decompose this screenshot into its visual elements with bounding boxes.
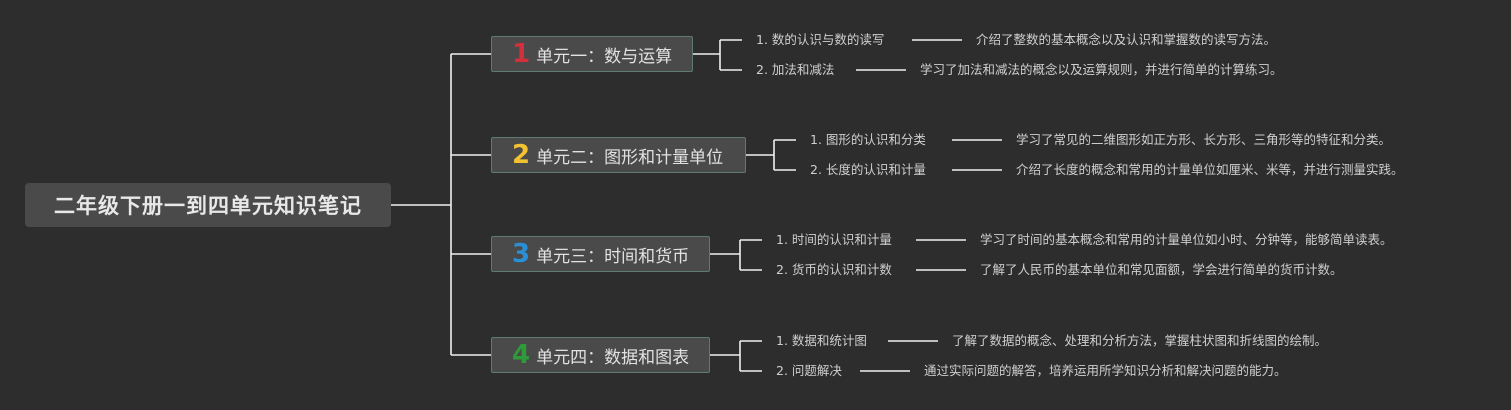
unit-title-1: 单元一：数与运算 — [536, 46, 673, 67]
topic-node-4-1[interactable]: 1. 数据和统计图 — [776, 333, 867, 348]
unit-node-3[interactable]: 3 单元三：时间和货币 — [491, 236, 710, 272]
unit-number-4: 4 — [512, 340, 531, 370]
root-node[interactable]: 二年级下册一到四单元知识笔记 — [25, 183, 391, 227]
topic-node-2-1[interactable]: 1. 图形的认识和分类 — [810, 132, 926, 147]
unit-title-3: 单元三：时间和货币 — [536, 246, 690, 267]
topic-desc-3-1[interactable]: 学习了时间的基本概念和常用的计量单位如小时、分钟等，能够简单读表。 — [980, 232, 1393, 247]
topic-desc-1-2[interactable]: 学习了加法和减法的概念以及运算规则，并进行简单的计算练习。 — [920, 62, 1283, 77]
unit-node-2[interactable]: 2 单元二：图形和计量单位 — [491, 137, 746, 173]
unit-number-2: 2 — [512, 140, 531, 170]
topic-desc-2-2[interactable]: 介绍了长度的概念和常用的计量单位如厘米、米等，并进行测量实践。 — [1016, 162, 1404, 177]
topic-node-3-1[interactable]: 1. 时间的认识和计量 — [776, 232, 892, 247]
unit-title-4: 单元四：数据和图表 — [536, 347, 690, 368]
topic-node-1-2[interactable]: 2. 加法和减法 — [756, 62, 835, 77]
unit-number-3: 3 — [512, 239, 531, 269]
topic-node-1-1[interactable]: 1. 数的认识与数的读写 — [756, 32, 885, 47]
unit-node-4[interactable]: 4 单元四：数据和图表 — [491, 337, 710, 373]
topic-node-3-2[interactable]: 2. 货币的认识和计数 — [776, 262, 892, 277]
topic-desc-1-1[interactable]: 介绍了整数的基本概念以及认识和掌握数的读写方法。 — [976, 32, 1277, 47]
topic-node-2-2[interactable]: 2. 长度的认识和计量 — [810, 162, 926, 177]
topic-desc-2-1[interactable]: 学习了常见的二维图形如正方形、长方形、三角形等的特征和分类。 — [1016, 132, 1392, 147]
root-title: 二年级下册一到四单元知识笔记 — [54, 194, 362, 218]
topic-desc-3-2[interactable]: 了解了人民币的基本单位和常见面额，学会进行简单的货币计数。 — [980, 262, 1343, 277]
unit-title-2: 单元二：图形和计量单位 — [536, 147, 724, 168]
unit-node-1[interactable]: 1 单元一：数与运算 — [491, 36, 693, 72]
topic-desc-4-2[interactable]: 通过实际问题的解答，培养运用所学知识分析和解决问题的能力。 — [924, 363, 1287, 378]
topic-node-4-2[interactable]: 2. 问题解决 — [776, 363, 842, 378]
unit-number-1: 1 — [512, 39, 531, 69]
topic-desc-4-1[interactable]: 了解了数据的概念、处理和分析方法，掌握柱状图和折线图的绘制。 — [952, 333, 1328, 348]
